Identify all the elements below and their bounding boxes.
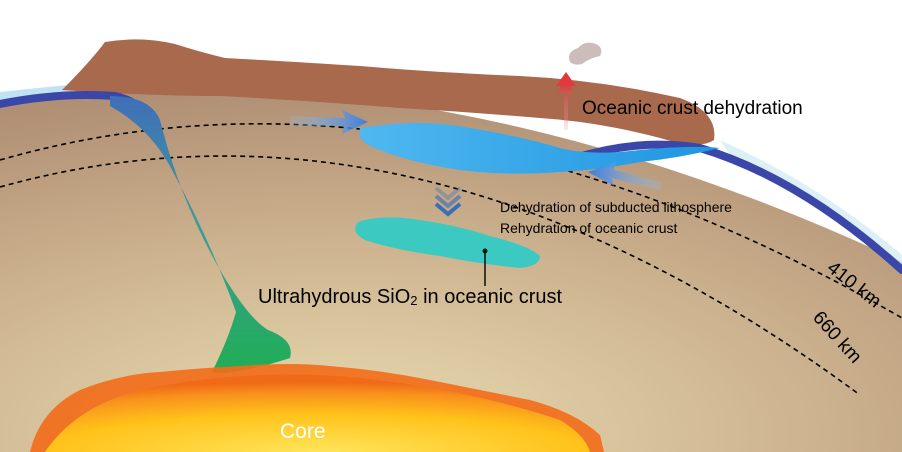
- volcano-vent-icon: [556, 72, 576, 86]
- label-sio2-prefix: Ultrahydrous SiO: [258, 286, 410, 308]
- rising-fluid-arrow: [558, 76, 574, 130]
- water-arrow-left: [290, 110, 368, 134]
- mantle-plume: [110, 96, 291, 373]
- label-sio2-subscript: 2: [410, 293, 417, 308]
- sio2-patch: [355, 217, 540, 268]
- label-core: Core: [280, 420, 326, 443]
- label-sio2: Ultrahydrous SiO2 in oceanic crust: [258, 286, 562, 308]
- boundary-410km: [0, 123, 902, 319]
- label-dehydration-lithosphere: Dehydration of subducted lithosphere: [500, 199, 732, 215]
- water-arrow-right: [588, 162, 662, 190]
- smoke-plume-icon: [569, 42, 602, 65]
- crust-layer: [62, 39, 715, 145]
- downward-chevrons: [434, 186, 462, 217]
- boundary-660km: [0, 155, 861, 396]
- label-rehydration-crust: Rehydration of oceanic crust: [500, 220, 678, 236]
- label-crust-dehydration: Oceanic crust dehydration: [582, 98, 803, 119]
- water-lens: [359, 123, 720, 174]
- label-sio2-suffix: in oceanic crust: [418, 286, 563, 308]
- core: [45, 374, 590, 452]
